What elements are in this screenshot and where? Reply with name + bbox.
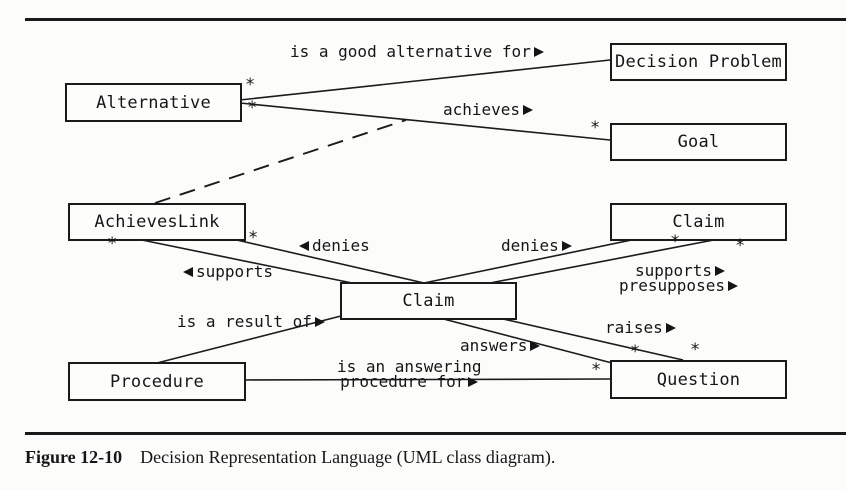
arrow-left-icon bbox=[299, 240, 309, 251]
multiplicity-star: * bbox=[690, 340, 701, 360]
figure-caption: Figure 12-10 Decision Representation Lan… bbox=[25, 447, 555, 468]
top-rule bbox=[25, 18, 846, 21]
multiplicity-star: * bbox=[630, 342, 641, 362]
assoc-text-line1: is an answering bbox=[337, 357, 482, 376]
assoc-text: denies bbox=[312, 236, 370, 255]
line-supports-left bbox=[136, 238, 353, 284]
multiplicity-star: * bbox=[248, 228, 259, 248]
class-box-decision-problem: Decision Problem bbox=[610, 43, 787, 81]
class-name: Claim bbox=[672, 212, 725, 232]
arrow-right-icon bbox=[530, 340, 541, 351]
line-denies-left bbox=[227, 237, 425, 284]
assoc-label-is-a-result-of: is a result of bbox=[177, 312, 325, 331]
class-name: Claim bbox=[402, 291, 455, 311]
assoc-text: raises bbox=[605, 318, 663, 337]
class-box-claim-middle: Claim bbox=[340, 282, 517, 320]
line-is-a-result-of bbox=[156, 315, 342, 364]
class-name: AchievesLink bbox=[94, 212, 220, 232]
assoc-label-answers: answers bbox=[460, 336, 541, 355]
assoc-label-denies-right: denies bbox=[501, 236, 572, 255]
multiplicity-star: * bbox=[670, 232, 681, 252]
multiplicity-star: * bbox=[107, 234, 118, 254]
arrow-right-icon bbox=[561, 240, 572, 251]
assoc-text: is a result of bbox=[177, 312, 312, 331]
assoc-text: denies bbox=[501, 236, 559, 255]
class-box-claim-right: Claim bbox=[610, 203, 787, 241]
arrow-right-icon bbox=[715, 265, 726, 276]
class-box-goal: Goal bbox=[610, 123, 787, 161]
assoc-text: achieves bbox=[443, 100, 521, 119]
arrow-left-icon bbox=[183, 266, 193, 277]
assoc-text: presupposes bbox=[619, 276, 725, 295]
class-name: Decision Problem bbox=[615, 52, 782, 72]
class-name: Procedure bbox=[110, 371, 204, 392]
assoc-text-line2: procedure for bbox=[340, 372, 466, 391]
line-answers bbox=[431, 315, 613, 364]
arrow-right-icon bbox=[727, 280, 738, 291]
caption-rule bbox=[25, 432, 846, 435]
arrow-right-icon bbox=[314, 316, 325, 327]
assoc-label-presupposes: presupposes bbox=[619, 276, 738, 295]
class-box-alternative: Alternative bbox=[65, 83, 242, 122]
assoc-label-raises: raises bbox=[605, 318, 676, 337]
figure-caption-number: Figure 12-10 bbox=[25, 447, 123, 467]
class-name: Goal bbox=[677, 132, 720, 152]
line-supports-presupposes-right bbox=[489, 237, 725, 284]
arrow-right-icon bbox=[523, 104, 534, 115]
association-class-link-line bbox=[154, 119, 407, 204]
multiplicity-star: * bbox=[245, 75, 256, 95]
assoc-text: supports bbox=[635, 261, 713, 280]
assoc-label-achieves: achieves bbox=[443, 100, 534, 119]
line-is-an-answering-procedure-for bbox=[241, 378, 611, 381]
class-box-question: Question bbox=[610, 360, 787, 399]
assoc-label-supports-left: supports bbox=[183, 262, 274, 281]
assoc-label-is-a-good-alternative-for: is a good alternative for bbox=[290, 42, 544, 61]
arrow-right-icon bbox=[468, 376, 479, 387]
assoc-label-supports-right: supports bbox=[635, 261, 726, 280]
figure-caption-text: Decision Representation Language (UML cl… bbox=[140, 447, 556, 467]
line-is-a-good-alternative-for bbox=[239, 59, 611, 101]
assoc-label-is-an-answering-procedure-for: is an answering procedure for bbox=[337, 357, 482, 391]
assoc-text: supports bbox=[196, 262, 274, 281]
class-box-achieveslink: AchievesLink bbox=[68, 203, 246, 241]
arrow-right-icon bbox=[533, 46, 544, 57]
line-raises bbox=[489, 315, 684, 361]
multiplicity-star: * bbox=[590, 118, 601, 138]
assoc-text: answers bbox=[460, 336, 528, 355]
multiplicity-star: * bbox=[247, 98, 258, 118]
assoc-text: is a good alternative for bbox=[290, 42, 531, 61]
class-name: Alternative bbox=[96, 92, 211, 113]
line-denies-right bbox=[423, 236, 647, 284]
multiplicity-star: * bbox=[591, 360, 602, 380]
class-box-procedure: Procedure bbox=[68, 362, 246, 401]
line-achieves bbox=[239, 102, 611, 141]
arrow-right-icon bbox=[665, 322, 676, 333]
multiplicity-star: * bbox=[735, 236, 746, 256]
class-name: Question bbox=[656, 369, 741, 390]
assoc-label-denies-left: denies bbox=[299, 236, 370, 255]
